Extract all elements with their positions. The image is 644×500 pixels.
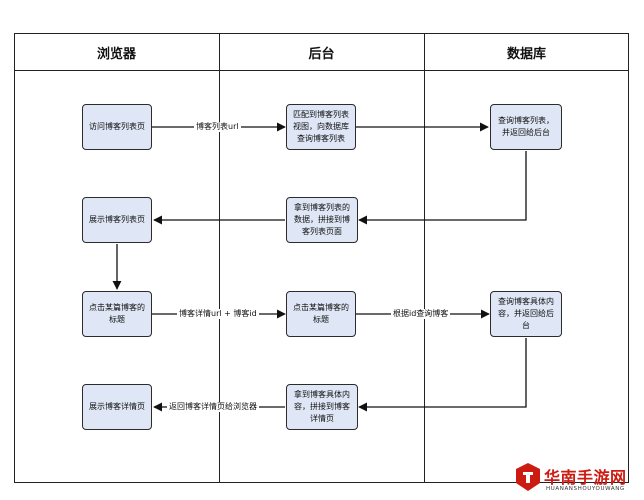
- watermark-badge-icon: [516, 463, 540, 491]
- lane-header-database: 数据库: [506, 46, 546, 62]
- node-match-list-view: 匹配到博客列表 视图，向数据库 查询博客列表: [286, 104, 356, 150]
- node-backend-click-title: 点击某篇博客的 标题: [286, 291, 356, 337]
- swimlane-frame: [14, 33, 629, 483]
- watermark-title: 华南手游网: [544, 468, 627, 487]
- lane-header-browser: 浏览器: [96, 46, 136, 62]
- watermark-subtitle: HUANANSHOUYOUWANG: [546, 486, 625, 492]
- watermark-logo: 华南手游网 HUANANSHOUYOUWANG: [514, 462, 642, 498]
- node-visit-blog-list: 访问博客列表页: [82, 104, 152, 150]
- node-show-blog-list: 展示博客列表页: [82, 197, 152, 243]
- header-divider: [14, 70, 629, 71]
- edge-label-detail-url: 博客详情url + 博客id: [177, 309, 259, 319]
- edge-n8-n9: [358, 338, 527, 412]
- lane-header-backend: 后台: [308, 46, 335, 62]
- edge-label-list-url: 博客列表url: [194, 122, 241, 132]
- node-db-query-detail: 查询博客具体内 容，并返回给后 台: [490, 291, 562, 337]
- edge-label-query-by-id: 根据id查询博客: [391, 309, 451, 319]
- edge-n3-n4: [358, 151, 527, 225]
- lane-divider-2: [424, 33, 425, 483]
- node-db-query-list: 查询博客列表， 并返回给后台: [490, 104, 562, 150]
- node-click-blog-title: 点击某篇博客的 标题: [82, 291, 152, 337]
- node-show-blog-detail: 展示博客详情页: [82, 384, 152, 430]
- lane-divider-1: [219, 33, 220, 483]
- node-assemble-detail-page: 拿到博客具体内 容，拼接到博客 详情页: [286, 384, 358, 430]
- node-assemble-list-page: 拿到博客列表的 数据，拼接到博 客列表页面: [286, 197, 358, 243]
- edge-label-return-detail: 返回博客详情页给浏览器: [167, 402, 259, 412]
